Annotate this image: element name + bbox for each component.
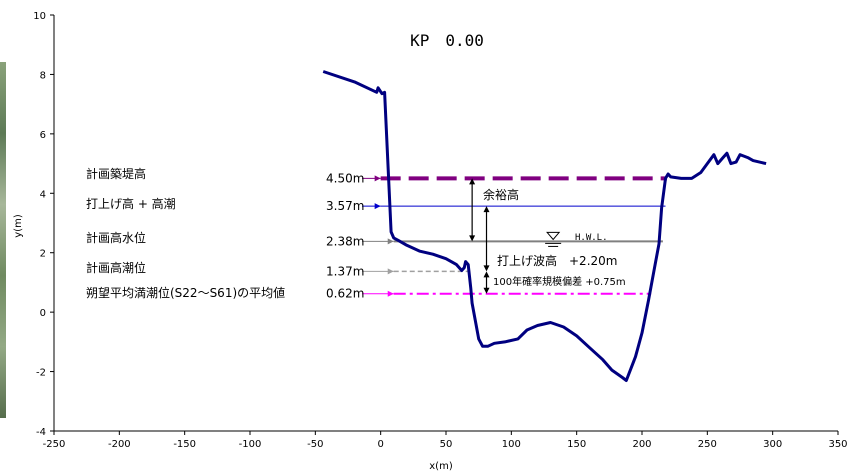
x-tick-label: -50: [307, 439, 323, 450]
level-value-4: 0.62m: [326, 287, 364, 301]
level-arrowhead-3: [387, 268, 394, 275]
x-tick-label: -250: [43, 439, 66, 450]
level-lines: [362, 175, 667, 297]
arrow-yoyu-head-top: [469, 178, 476, 185]
arrow-hensa-head-bottom: [483, 287, 490, 294]
level-label-1: 打上げ高 + 高潮: [86, 196, 176, 211]
y-tick-label: 2: [40, 249, 46, 260]
cross-section-line: [322, 70, 767, 382]
level-arrowhead-1: [374, 203, 381, 210]
annotation-hensa: 100年確率規模偏差 +0.75m: [493, 275, 626, 288]
y-tick-label: 0: [40, 308, 46, 319]
chart-title: KP 0.00: [410, 31, 484, 50]
annotation-yoyu: 余裕高: [483, 187, 519, 202]
x-tick-label: -100: [239, 439, 262, 450]
x-tick-label: 300: [763, 439, 782, 450]
arrow-yoyu-head-bottom: [469, 235, 476, 242]
arrow-uchiage-head-top: [483, 206, 490, 213]
level-arrowhead-2: [387, 238, 394, 245]
y-tick-label: 6: [40, 130, 46, 141]
x-tick-label: -200: [108, 439, 131, 450]
level-labels: 計画築堤高 4.50m 打上げ高 + 高潮 3.57m 計画高水位 2.38m 計画高潮位 1…: [86, 166, 364, 301]
x-tick-label: 200: [632, 439, 651, 450]
annotation-hwl: H.W.L.: [575, 233, 608, 243]
y-tick-label: -2: [36, 368, 46, 379]
level-value-2: 2.38m: [326, 234, 364, 248]
level-arrowhead-4: [387, 290, 394, 297]
annotation-uchiage: 打上げ波高 +2.20m: [497, 253, 617, 268]
y-tick-label: 4: [40, 189, 46, 200]
arrow-uchiage-head-bottom: [483, 265, 490, 272]
x-tick-label: 50: [440, 439, 453, 450]
y-tick-label: -4: [36, 427, 46, 438]
background-photo-strip: [0, 62, 6, 418]
level-label-2: 計画高水位: [86, 230, 146, 245]
x-tick-label: 250: [698, 439, 717, 450]
x-axis-label: x(m): [429, 461, 453, 472]
level-value-0: 4.50m: [326, 171, 364, 185]
x-tick-label: 150: [567, 439, 586, 450]
series-group: [322, 70, 767, 382]
x-tick-label: 0: [377, 439, 383, 450]
y-tick-label: 10: [33, 11, 46, 22]
x-tick-label: 100: [502, 439, 521, 450]
level-value-3: 1.37m: [326, 264, 364, 278]
level-value-1: 3.57m: [326, 199, 364, 213]
y-axis-label: y(m): [13, 214, 24, 238]
hwl-triangle-icon: [546, 231, 561, 241]
level-label-3: 計画高潮位: [86, 260, 146, 275]
x-tick-label: 350: [828, 439, 847, 450]
level-label-0: 計画築堤高: [86, 166, 146, 181]
annotations: 余裕高 打上げ波高 +2.20m 100年確率規模偏差 +0.75m H.W.L…: [469, 178, 626, 294]
x-tick-label: -150: [173, 439, 196, 450]
arrow-hensa-head-top: [483, 271, 490, 278]
level-arrowhead-0: [374, 175, 381, 182]
level-label-4: 朔望平均満潮位(S22～S61)の平均値: [86, 285, 285, 300]
axes: [53, 15, 838, 432]
y-tick-label: 8: [40, 70, 46, 81]
